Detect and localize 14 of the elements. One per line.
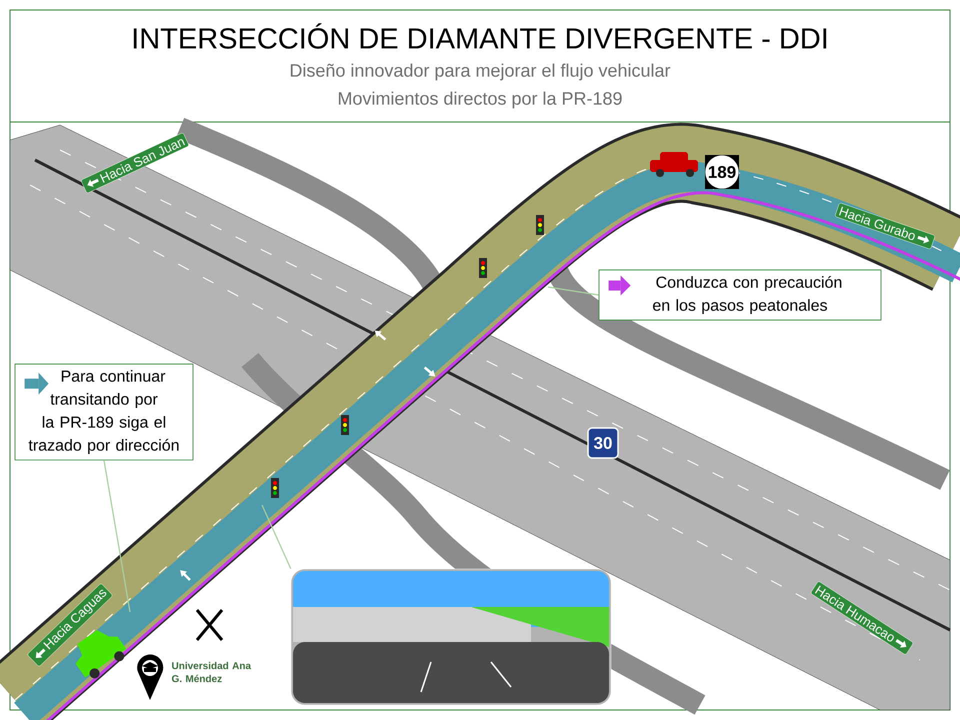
leader-line (548, 286, 599, 296)
place-label: Universidad Ana G. Méndez (172, 662, 252, 682)
leader-line (103, 460, 131, 612)
direction-sign: Hacia San Juan (81, 133, 189, 193)
callout-box: Para continuar transitando por la PR-189 siga el trazado por dirección (14, 364, 194, 460)
intersection-photo (290, 568, 612, 706)
direction-sign: Hacia Gurabo (835, 203, 935, 249)
leader-line (261, 504, 292, 570)
title: INTERSECCIÓN DE DIAMANTE DIVERGENTE - DDI (134, 23, 826, 49)
subtitle: Diseño innovador para mejorar el flujo vehicular (290, 64, 670, 80)
subtitle: Movimientos directos por la PR-189 (338, 92, 622, 108)
callout-box: Conduzca con precaución en los pasos peatonales (598, 270, 882, 320)
route-shield: 189 (705, 155, 740, 189)
interstate-shield: 30 (587, 427, 619, 459)
